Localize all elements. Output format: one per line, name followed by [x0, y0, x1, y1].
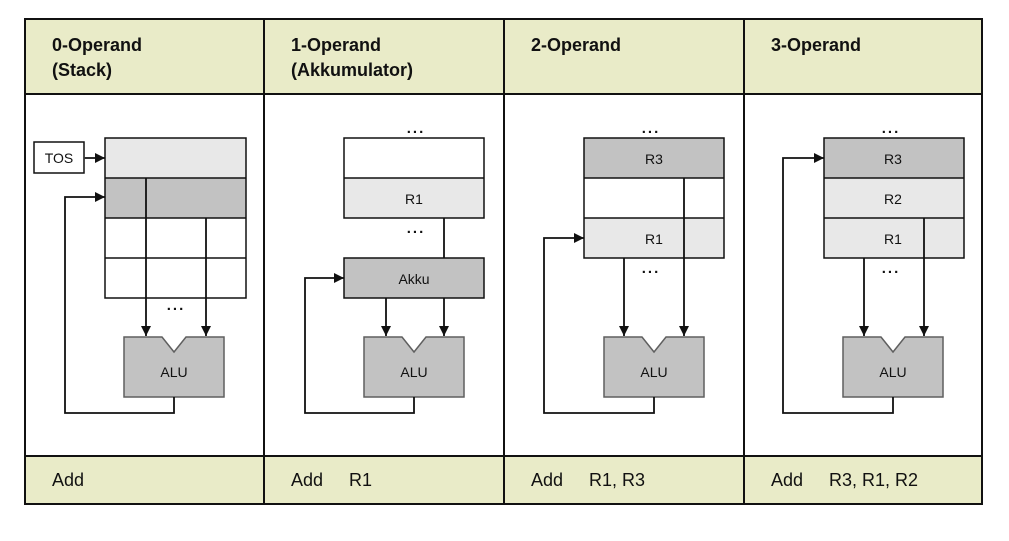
- header-line2: (Akkumulator): [291, 60, 414, 80]
- register-cell-r3: [584, 138, 724, 178]
- stack-cell-top: [105, 138, 246, 178]
- three-operand-architecture-svg: ... R3 R2 R1 ... ALU: [782, 120, 965, 414]
- stack-cell-second: [105, 178, 246, 218]
- header-0-operand: 0-Operand (Stack): [26, 20, 263, 95]
- alu-box: [603, 336, 705, 398]
- alu-label: ALU: [640, 364, 667, 380]
- alu-box: [842, 336, 944, 398]
- register-box: [823, 137, 965, 259]
- register-cell-r1: [344, 178, 484, 218]
- instruction-operands: R3, R1, R2: [829, 469, 919, 490]
- header-line1: 0-Operand: [52, 35, 143, 55]
- register-label-r1: R1: [405, 191, 423, 207]
- register-cell-r1: [584, 218, 724, 258]
- header-line1: 1-Operand: [291, 35, 382, 55]
- diagram-stack-architecture: TOS ... ALU: [26, 95, 263, 455]
- header-line2: (Stack): [52, 60, 113, 80]
- register-cell-r2: [824, 178, 964, 218]
- tos-box: [33, 141, 85, 174]
- instruction-3-operand: Add R3, R1, R2: [743, 455, 981, 503]
- register-label-r2: R2: [884, 191, 902, 207]
- result-feedback-wire: [304, 273, 415, 414]
- ellipsis-top: ...: [882, 120, 901, 137]
- header-2-operand: 2-Operand: [503, 20, 743, 95]
- diagram-2-operand-architecture: ... R3 R1 ... ALU: [503, 95, 743, 455]
- alu-box: [123, 336, 225, 398]
- instruction-2-operand: Add R1, R3: [503, 455, 743, 503]
- stack-architecture-svg: TOS ... ALU: [33, 137, 247, 414]
- instruction-mnemonic: Add: [531, 469, 564, 490]
- alu-box: [363, 336, 465, 398]
- isa-table: 0-Operand (Stack) 1-Operand (Akkumulator…: [24, 18, 983, 505]
- diagram-akkumulator-architecture: ... R1 ... Akku ALU: [263, 95, 503, 455]
- instruction-operands: R1, R3: [589, 469, 646, 490]
- two-operand-architecture-svg: ... R3 R1 ... ALU: [543, 120, 725, 414]
- instruction-mnemonic: Add: [291, 469, 324, 490]
- register-cell-r1: [824, 218, 964, 258]
- result-feedback-wire: [543, 233, 655, 414]
- akkumulator-architecture-svg: ... R1 ... Akku ALU: [304, 120, 485, 414]
- alu-label: ALU: [160, 364, 187, 380]
- instruction-akkumulator: Add R1: [263, 455, 503, 503]
- header-line1: 3-Operand: [771, 35, 862, 55]
- instruction-mnemonic: Add: [771, 469, 804, 490]
- register-label-r3: R3: [884, 151, 902, 167]
- register-label-r3: R3: [645, 151, 663, 167]
- ellipsis-middle: ...: [407, 220, 426, 237]
- alu-label: ALU: [879, 364, 906, 380]
- header-1-operand: 1-Operand (Akkumulator): [263, 20, 503, 95]
- result-feedback-wire: [64, 192, 175, 414]
- tos-label: TOS: [45, 150, 74, 166]
- register-box: [583, 137, 725, 259]
- instruction-mnemonic: Add: [52, 469, 85, 490]
- result-feedback-wire: [782, 153, 894, 414]
- ellipsis-bottom: ...: [882, 260, 901, 277]
- header-line1: 2-Operand: [531, 35, 622, 55]
- ellipsis-bottom: ...: [167, 297, 186, 314]
- instruction-operands: R1: [349, 469, 373, 490]
- register-cell-r3: [824, 138, 964, 178]
- diagram-3-operand-architecture: ... R3 R2 R1 ... ALU: [743, 95, 981, 455]
- alu-label: ALU: [400, 364, 427, 380]
- ellipsis-bottom: ...: [642, 260, 661, 277]
- register-label-r1: R1: [645, 231, 663, 247]
- header-3-operand: 3-Operand: [743, 20, 981, 95]
- akku-label: Akku: [398, 271, 429, 287]
- ellipsis-top: ...: [642, 120, 661, 137]
- instruction-stack: Add: [26, 455, 263, 503]
- ellipsis-top: ...: [407, 120, 426, 137]
- register-label-r1: R1: [884, 231, 902, 247]
